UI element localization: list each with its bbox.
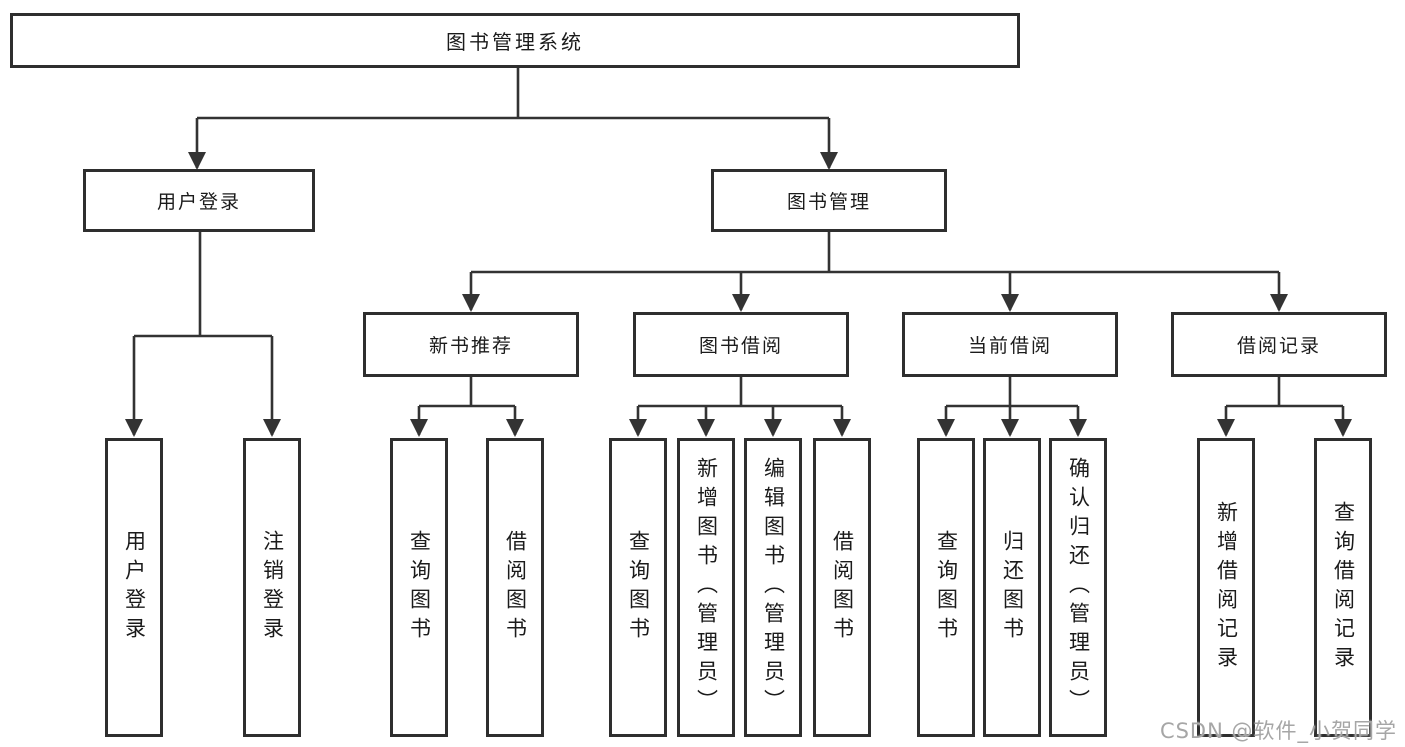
node-label: 图书管理 (786, 191, 871, 213)
leaf-label: 编辑图书（管理员） (761, 457, 786, 718)
leaf-label: 注销登录 (260, 529, 285, 646)
leaf-recommend-borrow-books: 借阅图书 (486, 438, 544, 737)
leaf-add-books-admin: 新增图书（管理员） (677, 438, 735, 737)
leaf-user-login: 用户登录 (105, 438, 163, 737)
node-borrow-records: 借阅记录 (1171, 312, 1387, 377)
leaf-label: 借阅图书 (830, 529, 855, 646)
leaf-label: 查询图书 (407, 529, 432, 646)
node-system-root: 图书管理系统 (10, 13, 1020, 68)
leaf-label: 查询图书 (934, 529, 959, 646)
node-user-login: 用户登录 (83, 169, 315, 232)
leaf-label: 归还图书 (1000, 529, 1025, 646)
node-book-management: 图书管理 (711, 169, 947, 232)
node-label: 用户登录 (156, 191, 241, 213)
leaf-label: 借阅图书 (503, 529, 528, 646)
node-label: 图书管理系统 (446, 30, 584, 54)
leaf-label: 确认归还（管理员） (1066, 457, 1091, 718)
leaf-logout-login: 注销登录 (243, 438, 301, 737)
leaf-label: 新增借阅记录 (1214, 500, 1239, 675)
leaf-edit-books-admin: 编辑图书（管理员） (744, 438, 802, 737)
leaf-confirm-return-admin: 确认归还（管理员） (1049, 438, 1107, 737)
node-current-borrow: 当前借阅 (902, 312, 1118, 377)
node-label: 图书借阅 (698, 335, 783, 357)
leaf-borrow-query-books: 查询图书 (609, 438, 667, 737)
leaf-add-borrow-record: 新增借阅记录 (1197, 438, 1255, 737)
leaf-label: 查询图书 (626, 529, 651, 646)
csdn-watermark: CSDN @软件_小贺同学 (1159, 719, 1397, 743)
node-label: 当前借阅 (967, 335, 1052, 357)
leaf-query-borrow-record: 查询借阅记录 (1314, 438, 1372, 737)
leaf-return-books: 归还图书 (983, 438, 1041, 737)
arrow-stems (132, 118, 1345, 435)
leaf-current-query-books: 查询图书 (917, 438, 975, 737)
leaf-borrow-borrow-books: 借阅图书 (813, 438, 871, 737)
connector-lines (134, 66, 1343, 408)
leaf-label: 新增图书（管理员） (694, 457, 719, 718)
node-label: 新书推荐 (428, 335, 513, 357)
node-book-borrow: 图书借阅 (633, 312, 849, 377)
node-new-book-recommend: 新书推荐 (363, 312, 579, 377)
node-label: 借阅记录 (1236, 335, 1321, 357)
leaf-label: 查询借阅记录 (1331, 500, 1356, 675)
arrowhead-icon (125, 152, 1352, 437)
leaf-recommend-query-books: 查询图书 (390, 438, 448, 737)
leaf-label: 用户登录 (122, 529, 147, 646)
